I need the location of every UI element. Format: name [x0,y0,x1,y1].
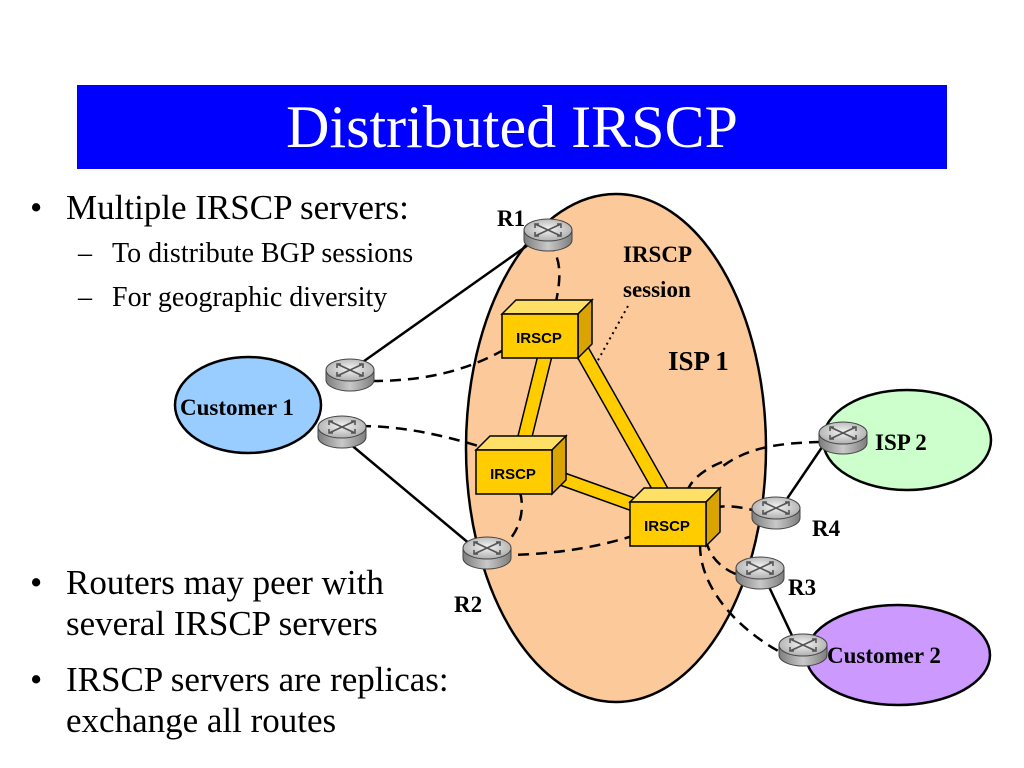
customer1-label: Customer 1 [180,395,294,420]
router-icon [735,556,785,590]
server-label: IRSCP [516,330,562,347]
router-label-r3: R3 [788,575,816,600]
customer1-cloud [173,355,323,455]
irscp-server-icon: IRSCP [501,299,593,359]
bullet-multiple-servers: • Multiple IRSCP servers: [30,187,409,228]
irscp-session-label-line1: IRSCP [623,242,692,267]
router-label-r4: R4 [812,516,841,541]
sub-bullet-text: For geographic diversity [112,282,388,313]
bullet-line: Routers may peer with [66,563,384,602]
isp1-label: ISP 1 [668,346,729,376]
bullet-mark: • [30,660,43,699]
dash-mark: – [78,282,92,313]
router-icon [751,496,801,530]
title-bar: Distributed IRSCP [77,85,947,169]
irscp-links [517,346,672,513]
slide-title: Distributed IRSCP [286,94,738,160]
router-icon [462,536,512,570]
router-icon [317,415,367,449]
sub-bullet-geographic: – For geographic diversity [78,281,388,315]
router-label-r1: R1 [497,206,525,231]
irscp-server-icon: IRSCP [629,487,721,547]
bullet-replicas: • IRSCP servers are replicas: exchange a… [30,659,449,741]
bullet-routers-peer: • Routers may peer with several IRSCP se… [30,562,384,644]
isp2-label: ISP 2 [875,430,927,455]
bullet-line: exchange all routes [66,701,337,740]
customer2-label: Customer 2 [827,643,941,668]
bullet-mark: • [30,563,43,602]
irscp-session-label-line2: session [623,277,691,302]
router-icon [523,218,573,252]
sub-bullet-text: To distribute BGP sessions [112,238,414,269]
router-icon [818,421,868,455]
irscp-server-icon: IRSCP [475,435,567,495]
dash-mark: – [78,238,92,269]
bullet-line: several IRSCP servers [66,604,378,643]
bullet-line: IRSCP servers are replicas: [66,660,449,699]
router-icon [325,358,375,392]
bullet-mark: • [30,188,43,227]
router-icon [778,633,828,667]
server-label: IRSCP [644,518,690,535]
sub-bullet-distribute: – To distribute BGP sessions [78,237,414,271]
router-label-r2: R2 [454,592,482,617]
bullet-text: Multiple IRSCP servers: [66,188,409,227]
server-label: IRSCP [490,466,536,483]
